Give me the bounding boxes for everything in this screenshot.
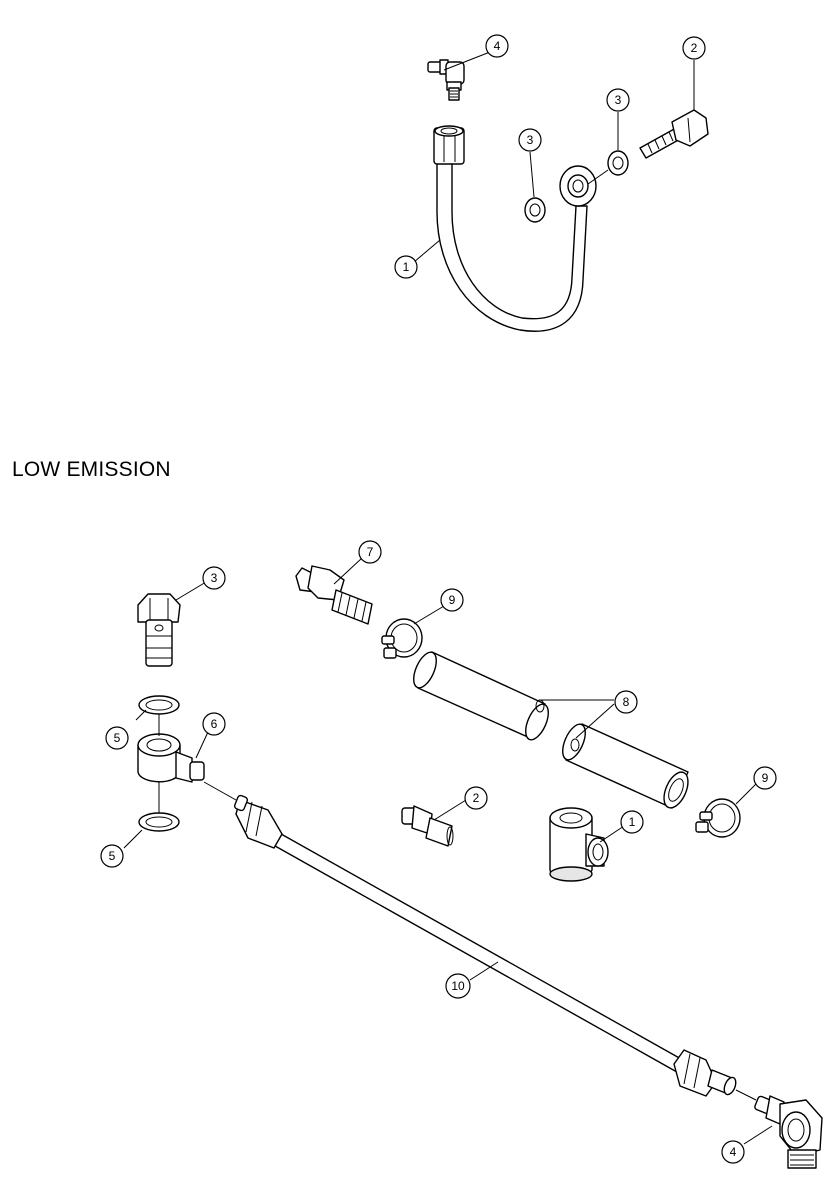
callout-bottom-10: 10 (445, 973, 471, 999)
section-title-low-emission: LOW EMISSION (12, 458, 171, 481)
svg-text:7: 7 (367, 545, 374, 559)
bottom-assembly-line-left (203, 781, 237, 801)
callout-top-3-right: 3 (606, 88, 630, 112)
svg-text:5: 5 (109, 849, 116, 863)
svg-text:6: 6 (211, 717, 218, 731)
top-washer-left (524, 197, 546, 223)
svg-text:10: 10 (451, 979, 465, 993)
callout-bottom-8: 8 (614, 690, 638, 714)
top-u-pipe (433, 125, 597, 332)
callout-bottom-6: 6 (202, 712, 226, 736)
callout-top-1: 1 (394, 255, 418, 279)
callout-bottom-2: 2 (464, 786, 488, 810)
svg-text:4: 4 (494, 39, 501, 53)
callout-top-4: 4 (485, 34, 509, 58)
bottom-hose-clamp-lower (695, 798, 741, 838)
top-elbow-fitting (427, 59, 465, 101)
top-assembly-line (587, 169, 609, 185)
bottom-assembly-line-right (735, 1089, 757, 1101)
bottom-hose-clamp-upper (381, 618, 423, 659)
low-emission-assembly (123, 557, 823, 1169)
callout-bottom-9-upper: 9 (440, 588, 464, 612)
callout-bottom-9-lower: 9 (753, 766, 777, 790)
top-assembly (413, 51, 709, 332)
bottom-tee-fitting (549, 807, 609, 882)
callout-bottom-5-upper: 5 (105, 726, 129, 750)
callout-bottom-5-lower: 5 (100, 844, 124, 868)
bottom-long-pipe (233, 794, 737, 1097)
svg-text:1: 1 (403, 260, 410, 274)
svg-text:9: 9 (762, 771, 769, 785)
svg-text:3: 3 (527, 133, 534, 147)
callout-bottom-3: 3 (202, 566, 226, 590)
top-washer-right (607, 150, 629, 176)
svg-text:3: 3 (211, 571, 218, 585)
svg-text:3: 3 (615, 93, 622, 107)
bottom-washer-lower (138, 812, 180, 832)
svg-text:8: 8 (623, 695, 630, 709)
bottom-banjo-fitting (137, 733, 205, 783)
svg-text:2: 2 (691, 41, 698, 55)
callout-bottom-7: 7 (358, 540, 382, 564)
bottom-elbow-fitting (754, 1095, 823, 1169)
top-banjo-bolt (639, 109, 709, 159)
bottom-adapter-fitting (401, 805, 454, 847)
bottom-hose-section-lower (562, 723, 689, 809)
callout-bottom-1: 1 (620, 810, 644, 834)
svg-text:2: 2 (473, 791, 480, 805)
callout-top-3-left: 3 (518, 128, 542, 152)
bottom-banjo-bolt (137, 593, 181, 667)
svg-text:4: 4 (730, 1145, 737, 1159)
svg-text:1: 1 (629, 815, 636, 829)
bottom-hose-section-upper (413, 651, 549, 741)
callout-bottom-4: 4 (721, 1140, 745, 1164)
svg-text:9: 9 (449, 593, 456, 607)
callout-top-2: 2 (682, 36, 706, 60)
bottom-hose-barb (295, 565, 373, 625)
svg-text:5: 5 (114, 731, 121, 745)
